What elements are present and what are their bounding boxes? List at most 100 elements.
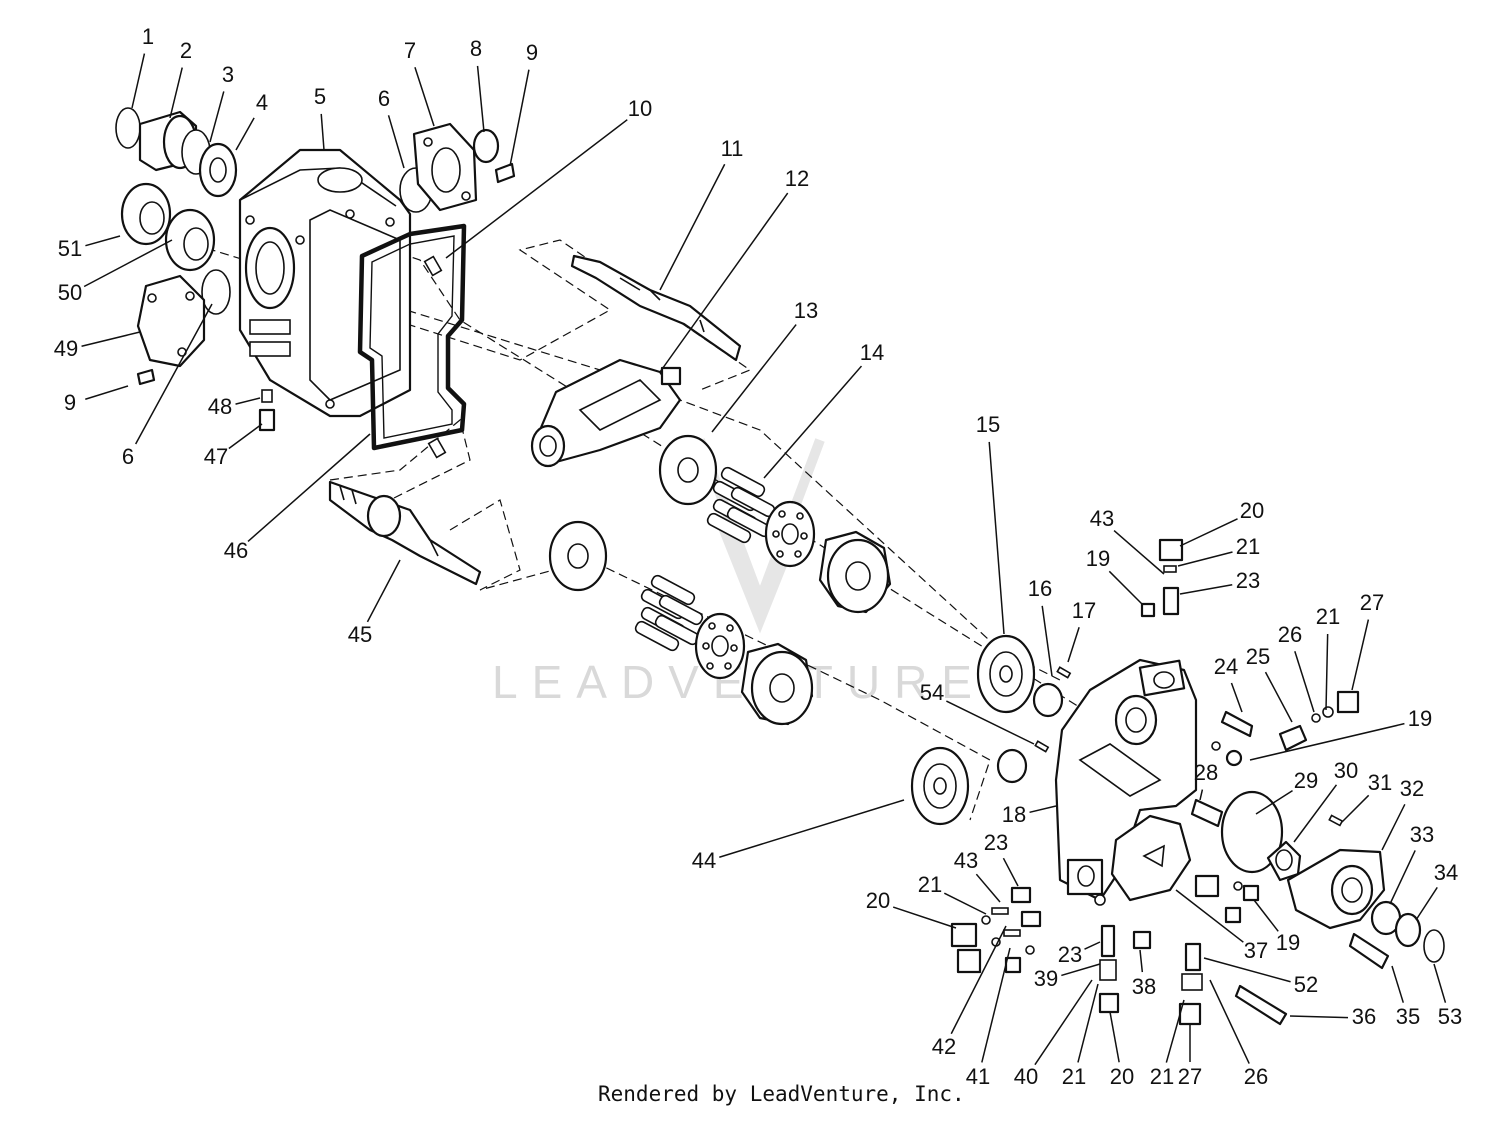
leader-line-24 [1230, 682, 1243, 713]
callout-23: 23 [1058, 942, 1082, 967]
callout-50: 50 [58, 280, 82, 305]
leader-line-47 [228, 423, 263, 450]
leader-line-5 [320, 113, 325, 151]
callout-leader-lines [81, 53, 1447, 1066]
leader-line-46 [247, 433, 371, 542]
swashplate [530, 358, 682, 468]
main-housing [238, 148, 412, 418]
callout-21: 21 [918, 872, 942, 897]
leader-line-49 [81, 331, 141, 347]
callout-21: 21 [1150, 1064, 1174, 1089]
callout-10: 10 [628, 96, 652, 121]
leader-line-18 [1029, 805, 1057, 814]
leader-line-31 [1341, 794, 1370, 823]
leader-line-25 [1264, 671, 1293, 723]
lower-thrust-washer [548, 520, 608, 592]
leader-line-20 [1109, 1011, 1120, 1063]
leader-line-26 [1209, 979, 1250, 1064]
leader-line-10 [445, 119, 628, 259]
valve-plates [910, 634, 1036, 826]
leader-line-1 [131, 53, 146, 109]
leader-line-23 [1002, 857, 1019, 887]
leader-line-39 [1061, 963, 1101, 977]
callout-12: 12 [785, 166, 809, 191]
leader-line-19 [1249, 722, 1405, 761]
leader-line-52 [1203, 957, 1291, 983]
callout-17: 17 [1072, 598, 1096, 623]
callout-35: 35 [1396, 1004, 1420, 1029]
callout-19: 19 [1408, 706, 1432, 731]
callout-54: 54 [920, 680, 944, 705]
callout-7: 7 [404, 38, 416, 63]
cover-plate [136, 274, 206, 386]
callout-20: 20 [866, 888, 890, 913]
leader-line-30 [1293, 784, 1338, 843]
callout-16: 16 [1028, 576, 1052, 601]
callout-44: 44 [692, 848, 716, 873]
callout-36: 36 [1352, 1004, 1376, 1029]
leader-line-34 [1415, 886, 1438, 921]
leader-line-44 [719, 799, 905, 858]
callout-2: 2 [180, 38, 192, 63]
callout-21: 21 [1316, 604, 1340, 629]
callout-23: 23 [1236, 568, 1260, 593]
callout-19: 19 [1086, 546, 1110, 571]
callout-49: 49 [54, 336, 78, 361]
callout-51: 51 [58, 236, 82, 261]
seal-and-bearing-stack [115, 107, 238, 198]
callout-27: 27 [1178, 1064, 1202, 1089]
callout-14: 14 [860, 340, 884, 365]
leader-line-9 [85, 385, 129, 400]
callout-11: 11 [721, 136, 744, 161]
leader-line-40 [1034, 979, 1093, 1066]
callout-30: 30 [1334, 758, 1358, 783]
drain-plug [258, 389, 276, 432]
center-section [1054, 658, 1198, 906]
callout-18: 18 [1002, 802, 1026, 827]
leader-line-32 [1381, 803, 1406, 851]
leader-line-3 [209, 91, 225, 143]
callout-29: 29 [1294, 768, 1318, 793]
leader-line-51 [85, 235, 121, 247]
leader-line-8 [476, 65, 485, 133]
leader-line-16 [1041, 605, 1053, 677]
leader-line-53 [1433, 963, 1447, 1003]
leader-line-28 [1199, 789, 1204, 801]
callout-40: 40 [1014, 1064, 1038, 1089]
leader-line-48 [235, 397, 261, 405]
leader-line-15 [988, 441, 1005, 635]
lower-rotating-group [634, 574, 814, 726]
callout-3: 3 [222, 62, 234, 87]
leader-line-12 [659, 192, 789, 373]
callout-19: 19 [1276, 930, 1300, 955]
lower-shaft [328, 480, 482, 586]
leader-line-7 [414, 66, 435, 127]
leader-line-2 [169, 67, 183, 119]
leader-line-23 [1084, 941, 1101, 950]
callout-27: 27 [1360, 590, 1384, 615]
leader-line-37 [1175, 889, 1244, 943]
valves-and-fittings [950, 538, 1390, 1026]
callout-6: 6 [122, 444, 134, 469]
leader-line-43 [1113, 529, 1165, 575]
leader-line-17 [1067, 627, 1080, 663]
leader-line-21 [1325, 633, 1329, 711]
leader-line-38 [1139, 949, 1144, 973]
leader-line-29 [1255, 789, 1293, 815]
callout-46: 46 [224, 538, 248, 563]
callout-39: 39 [1034, 966, 1058, 991]
leader-line-4 [235, 117, 255, 151]
leader-line-11 [659, 163, 726, 291]
leader-line-27 [1351, 619, 1370, 691]
bushings-and-pins [996, 666, 1072, 784]
callout-42: 42 [932, 1034, 956, 1059]
callout-1: 1 [142, 24, 154, 49]
leader-line-21 [1177, 551, 1233, 567]
callout-45: 45 [348, 622, 372, 647]
upper-shaft [570, 254, 742, 362]
callout-33: 33 [1410, 822, 1434, 847]
callout-32: 32 [1400, 776, 1424, 801]
leader-line-21 [943, 892, 987, 915]
